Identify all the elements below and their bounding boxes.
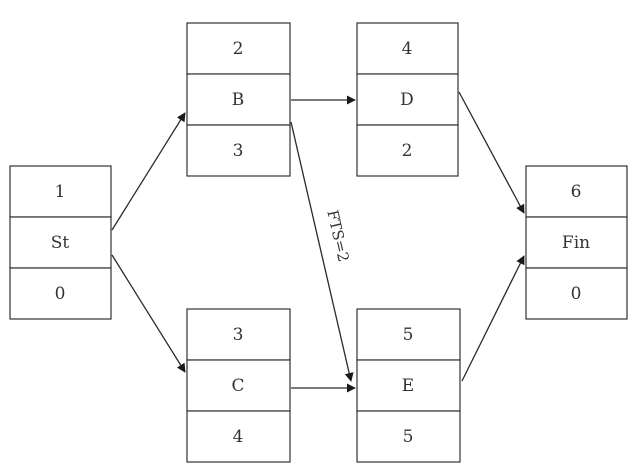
node-fin-top-cell bbox=[525, 165, 628, 218]
node-st-bottom-value: 0 bbox=[55, 284, 66, 304]
edge-d-fin bbox=[458, 91, 525, 214]
node-c: 3 C 4 bbox=[186, 308, 291, 463]
node-e-top-value: 5 bbox=[403, 325, 414, 345]
node-st-name: St bbox=[51, 233, 70, 253]
node-st-top-cell bbox=[9, 165, 112, 218]
node-st-name-cell bbox=[9, 216, 112, 269]
node-b-name: B bbox=[232, 90, 245, 110]
node-fin: 6 Fin 0 bbox=[525, 165, 628, 320]
node-b-bottom-cell bbox=[186, 124, 291, 177]
node-fin-bottom-cell bbox=[525, 267, 628, 320]
edge-st-c bbox=[111, 254, 186, 373]
node-e-top-cell bbox=[356, 308, 461, 361]
node-e-name-cell bbox=[356, 359, 461, 412]
node-st: 1 St 0 bbox=[9, 165, 112, 320]
node-fin-top-value: 6 bbox=[571, 182, 582, 202]
edge-e-fin bbox=[461, 255, 525, 382]
node-b-top-value: 2 bbox=[233, 39, 244, 59]
node-fin-name-cell bbox=[525, 216, 628, 269]
node-d-top-cell bbox=[356, 22, 459, 75]
node-b-bottom-value: 3 bbox=[233, 141, 244, 161]
node-c-bottom-cell bbox=[186, 410, 291, 463]
node-e-bottom-cell bbox=[356, 410, 461, 463]
node-d-name: D bbox=[400, 90, 414, 110]
node-c-name-cell bbox=[186, 359, 291, 412]
node-c-bottom-value: 4 bbox=[233, 427, 244, 447]
edge-st-b bbox=[111, 112, 186, 231]
node-e: 5 E 5 bbox=[356, 308, 461, 463]
edge-b-e bbox=[290, 121, 354, 382]
node-e-name: E bbox=[402, 376, 414, 396]
node-d-bottom-cell bbox=[356, 124, 459, 177]
edges bbox=[111, 91, 525, 393]
node-c-top-cell bbox=[186, 308, 291, 361]
node-c-top-value: 3 bbox=[233, 325, 244, 345]
node-d-top-value: 4 bbox=[402, 39, 413, 59]
node-fin-bottom-value: 0 bbox=[571, 284, 582, 304]
node-d: 4 D 2 bbox=[356, 22, 459, 177]
node-d-bottom-value: 2 bbox=[402, 141, 413, 161]
node-e-bottom-value: 5 bbox=[403, 427, 414, 447]
node-st-top-value: 1 bbox=[55, 182, 66, 202]
node-c-name: C bbox=[231, 376, 244, 396]
node-fin-name: Fin bbox=[562, 233, 590, 253]
node-st-bottom-cell bbox=[9, 267, 112, 320]
edge-label-fts: FTS=2 bbox=[323, 208, 352, 264]
node-b: 2 B 3 bbox=[186, 22, 291, 177]
